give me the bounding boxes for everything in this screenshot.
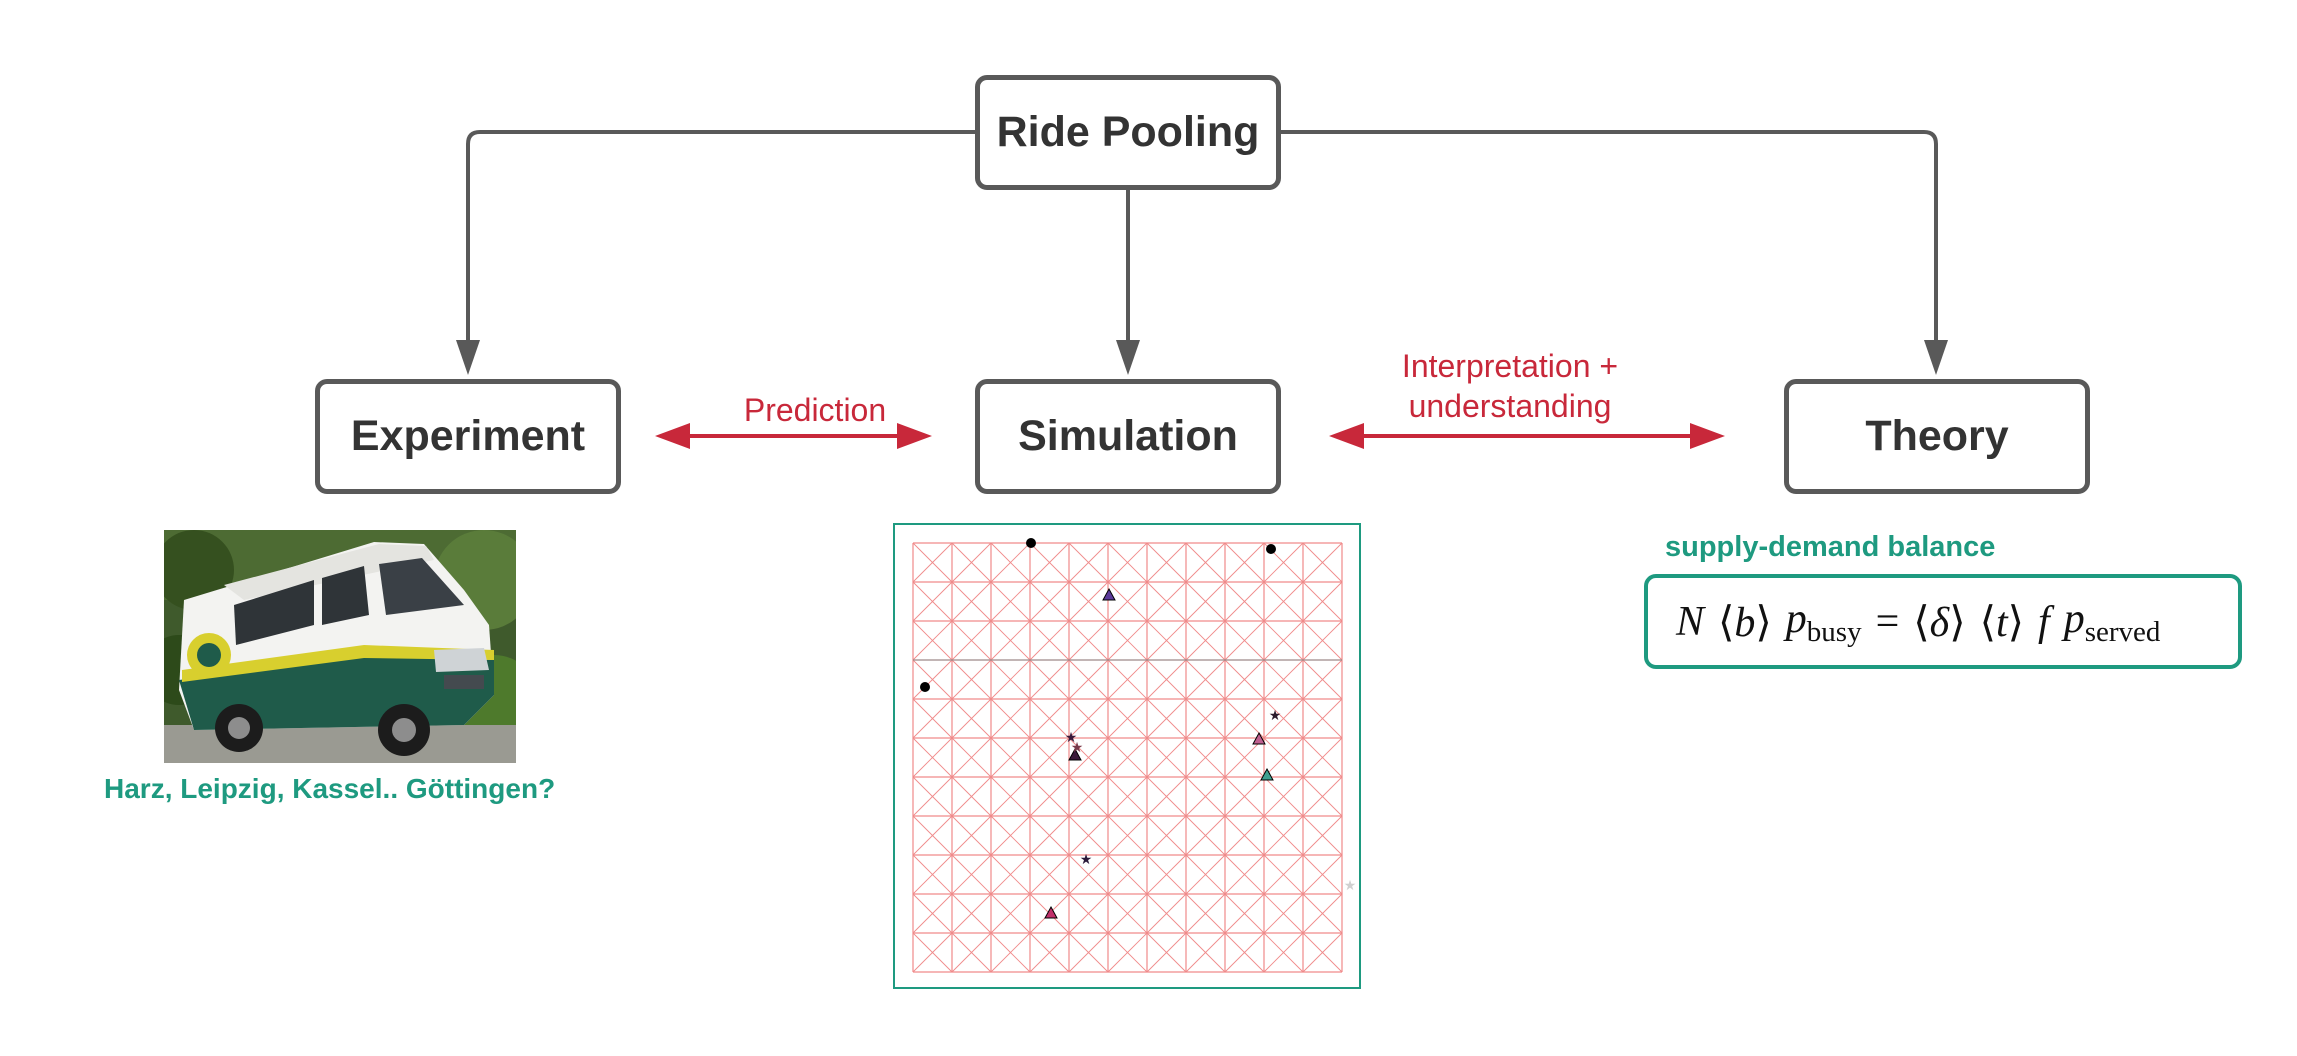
formula-angle-t: ⟨t⟩ xyxy=(1979,599,2025,646)
vehicle-dot xyxy=(1026,538,1036,548)
request-triangle xyxy=(1044,905,1058,919)
formula-equals: = xyxy=(1875,598,1900,645)
interpretation-line-2: understanding xyxy=(1408,388,1612,424)
interpretation-label: Interpretation + understanding xyxy=(1360,346,1660,426)
experiment-caption: Harz, Leipzig, Kassel.. Göttingen? xyxy=(104,773,556,804)
formula-angle-delta: ⟨δ⟩ xyxy=(1913,599,1966,646)
ride-pooling-box: Ride Pooling xyxy=(975,75,1281,190)
request-triangle xyxy=(1260,767,1274,781)
formula-p-served: pserved xyxy=(2063,595,2161,648)
connector-ride-pooling-to-experiment xyxy=(466,130,975,340)
simulation-box: Simulation xyxy=(975,379,1281,494)
destination-star: ★ xyxy=(1065,730,1078,746)
request-triangle xyxy=(1068,747,1082,761)
destination-star: ★ xyxy=(1071,740,1084,756)
grid-network-simulation: ★★★★★ xyxy=(912,538,1357,973)
formula-f: f xyxy=(2038,598,2050,645)
theory-box: Theory xyxy=(1784,379,2090,494)
destination-star: ★ xyxy=(1080,852,1093,868)
prediction-label: Prediction xyxy=(743,392,887,428)
simulation-grid-panel: ★★★★★ xyxy=(893,523,1361,989)
destination-star: ★ xyxy=(1344,878,1357,894)
formula-N: N xyxy=(1676,598,1705,645)
destination-star: ★ xyxy=(1269,708,1282,724)
supply-demand-formula: N ⟨b⟩ pbusy = ⟨δ⟩ ⟨t⟩ f pserved xyxy=(1644,574,2242,669)
prediction-double-arrow xyxy=(655,423,932,449)
request-triangle xyxy=(1102,587,1116,601)
theory-label: Theory xyxy=(1865,412,2009,460)
theory-caption: supply-demand balance xyxy=(1665,531,1996,563)
experiment-box: Experiment xyxy=(315,379,621,494)
interpretation-line-1: Interpretation + xyxy=(1401,348,1619,384)
arrowhead-experiment xyxy=(456,340,480,375)
ride-pooling-label: Ride Pooling xyxy=(996,108,1260,156)
arrowhead-simulation xyxy=(1116,340,1140,375)
arrowhead-theory xyxy=(1924,340,1948,375)
experiment-label: Experiment xyxy=(350,412,586,460)
connector-ride-pooling-to-theory xyxy=(1281,130,1938,340)
vehicle-dot xyxy=(920,682,930,692)
request-triangle xyxy=(1252,731,1266,745)
interpretation-double-arrow xyxy=(1329,423,1725,449)
vehicle-dot xyxy=(1266,544,1276,554)
formula-p-busy: pbusy xyxy=(1785,595,1862,648)
simulation-label: Simulation xyxy=(1018,412,1238,460)
minibus-photo xyxy=(164,530,516,763)
formula-angle-b: ⟨b⟩ xyxy=(1718,599,1772,646)
